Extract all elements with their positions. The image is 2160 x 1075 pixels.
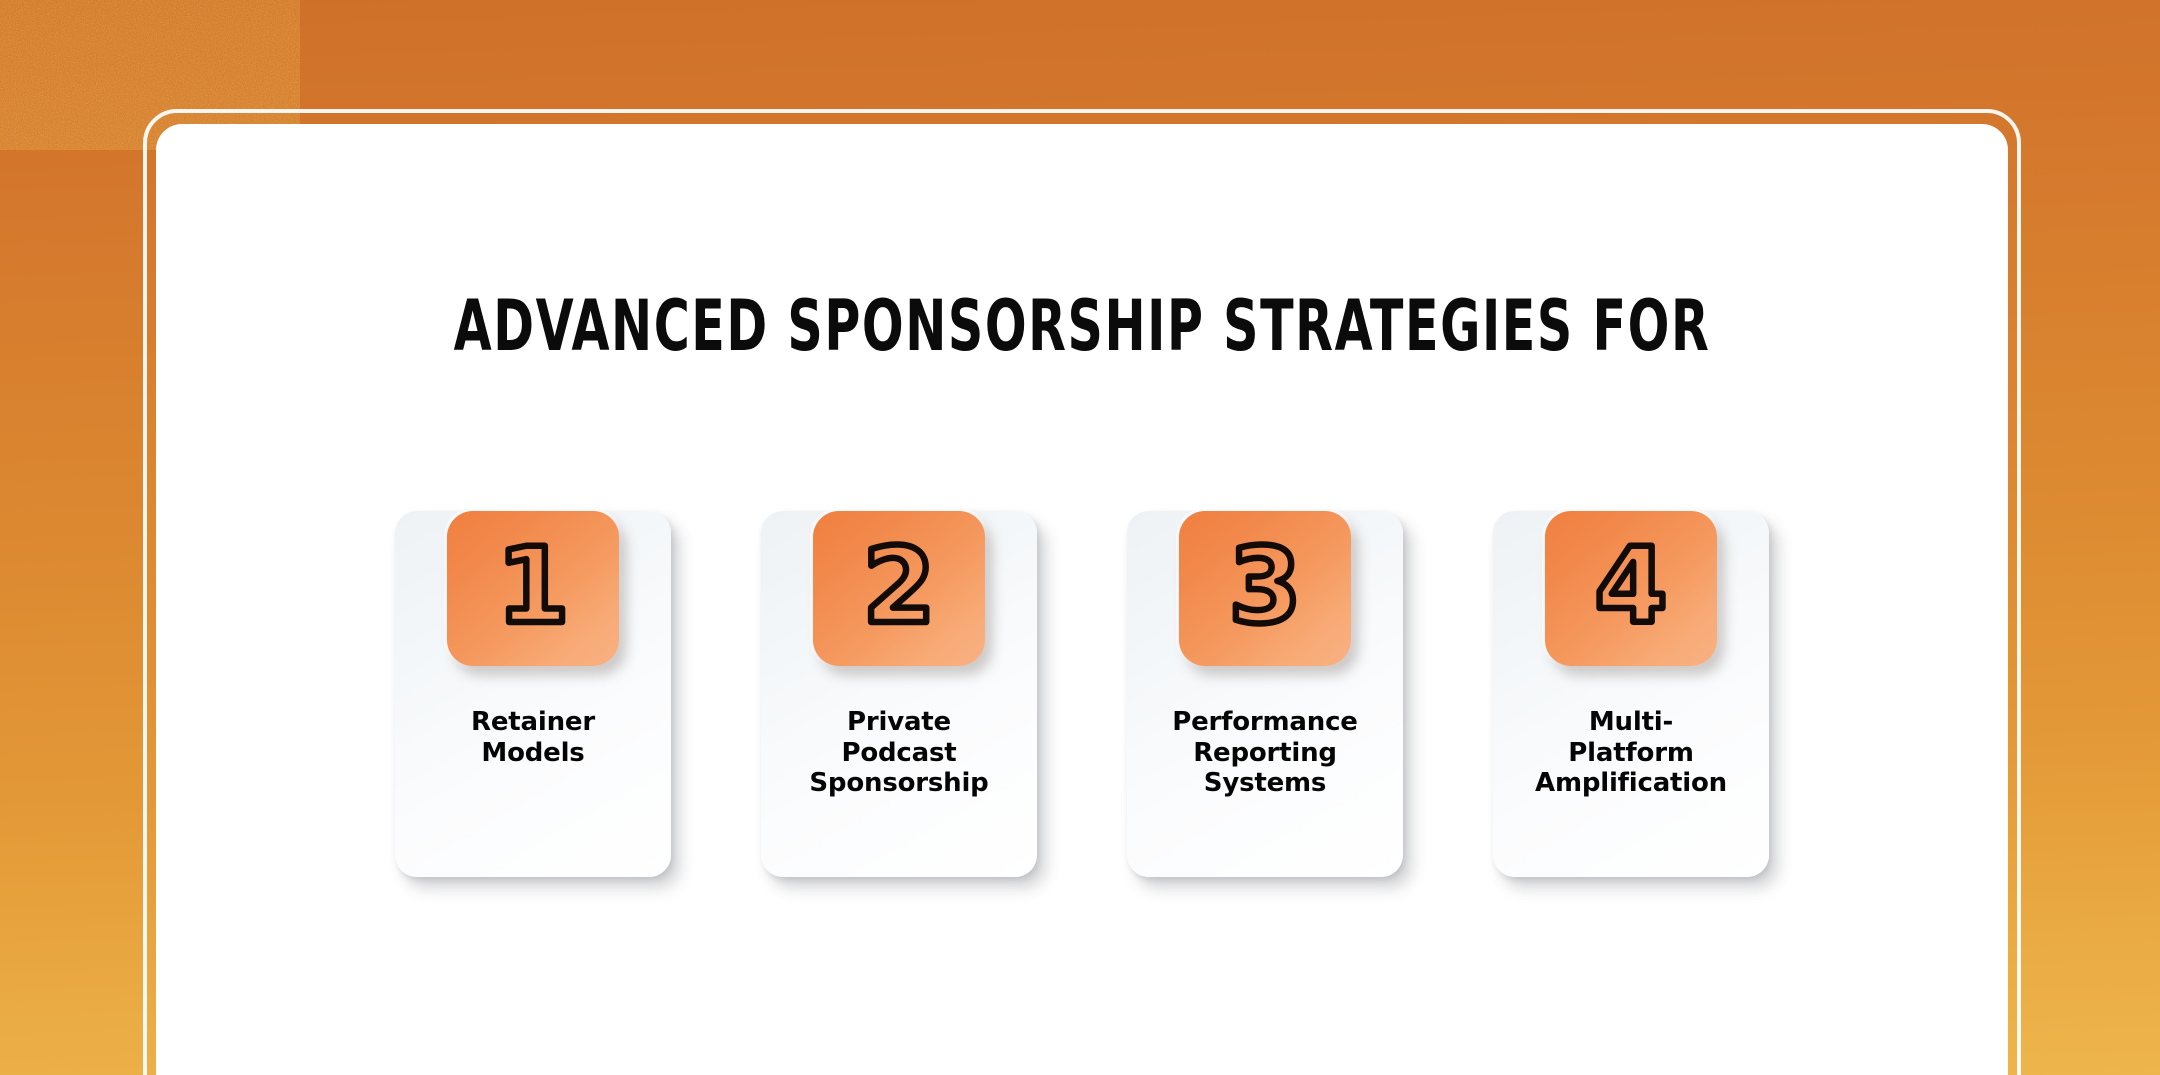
- card-number-text: 4: [1595, 525, 1667, 647]
- card-number-badge: 3: [1179, 511, 1351, 666]
- card-body[interactable]: 4 Multi- Platform Amplification: [1493, 511, 1769, 877]
- card-number-badge: 2: [813, 511, 985, 666]
- card-body[interactable]: 1 Retainer Models: [395, 511, 671, 877]
- strategy-card[interactable]: 2 Private Podcast Sponsorship: [761, 482, 1037, 877]
- card-body[interactable]: 2 Private Podcast Sponsorship: [761, 511, 1037, 877]
- card-label: Performance Reporting Systems: [1172, 707, 1358, 799]
- number-outline-icon: 2: [860, 521, 939, 650]
- strategy-card[interactable]: 1 Retainer Models: [395, 482, 671, 877]
- number-outline-icon: 3: [1226, 521, 1305, 650]
- card-number-badge: 1: [447, 511, 619, 666]
- card-body[interactable]: 3 Performance Reporting Systems: [1127, 511, 1403, 877]
- card-label: Private Podcast Sponsorship: [809, 707, 989, 799]
- strategy-card-list: 1 Retainer Models 2 Private Podcast Spon…: [156, 482, 2008, 877]
- number-outline-icon: 1: [494, 521, 573, 650]
- card-number-text: 1: [497, 525, 569, 647]
- number-outline-icon: 4: [1592, 521, 1671, 650]
- card-label: Multi- Platform Amplification: [1535, 707, 1727, 799]
- card-label: Retainer Models: [471, 707, 595, 768]
- strategy-card[interactable]: 4 Multi- Platform Amplification: [1493, 482, 1769, 877]
- content-panel: ADVANCED SPONSORSHIP STRATEGIES FOR 1 Re…: [156, 124, 2008, 1075]
- card-number-text: 2: [863, 525, 935, 647]
- strategy-card[interactable]: 3 Performance Reporting Systems: [1127, 482, 1403, 877]
- page-title: ADVANCED SPONSORSHIP STRATEGIES FOR: [453, 285, 1711, 367]
- card-number-text: 3: [1229, 525, 1301, 647]
- card-number-badge: 4: [1545, 511, 1717, 666]
